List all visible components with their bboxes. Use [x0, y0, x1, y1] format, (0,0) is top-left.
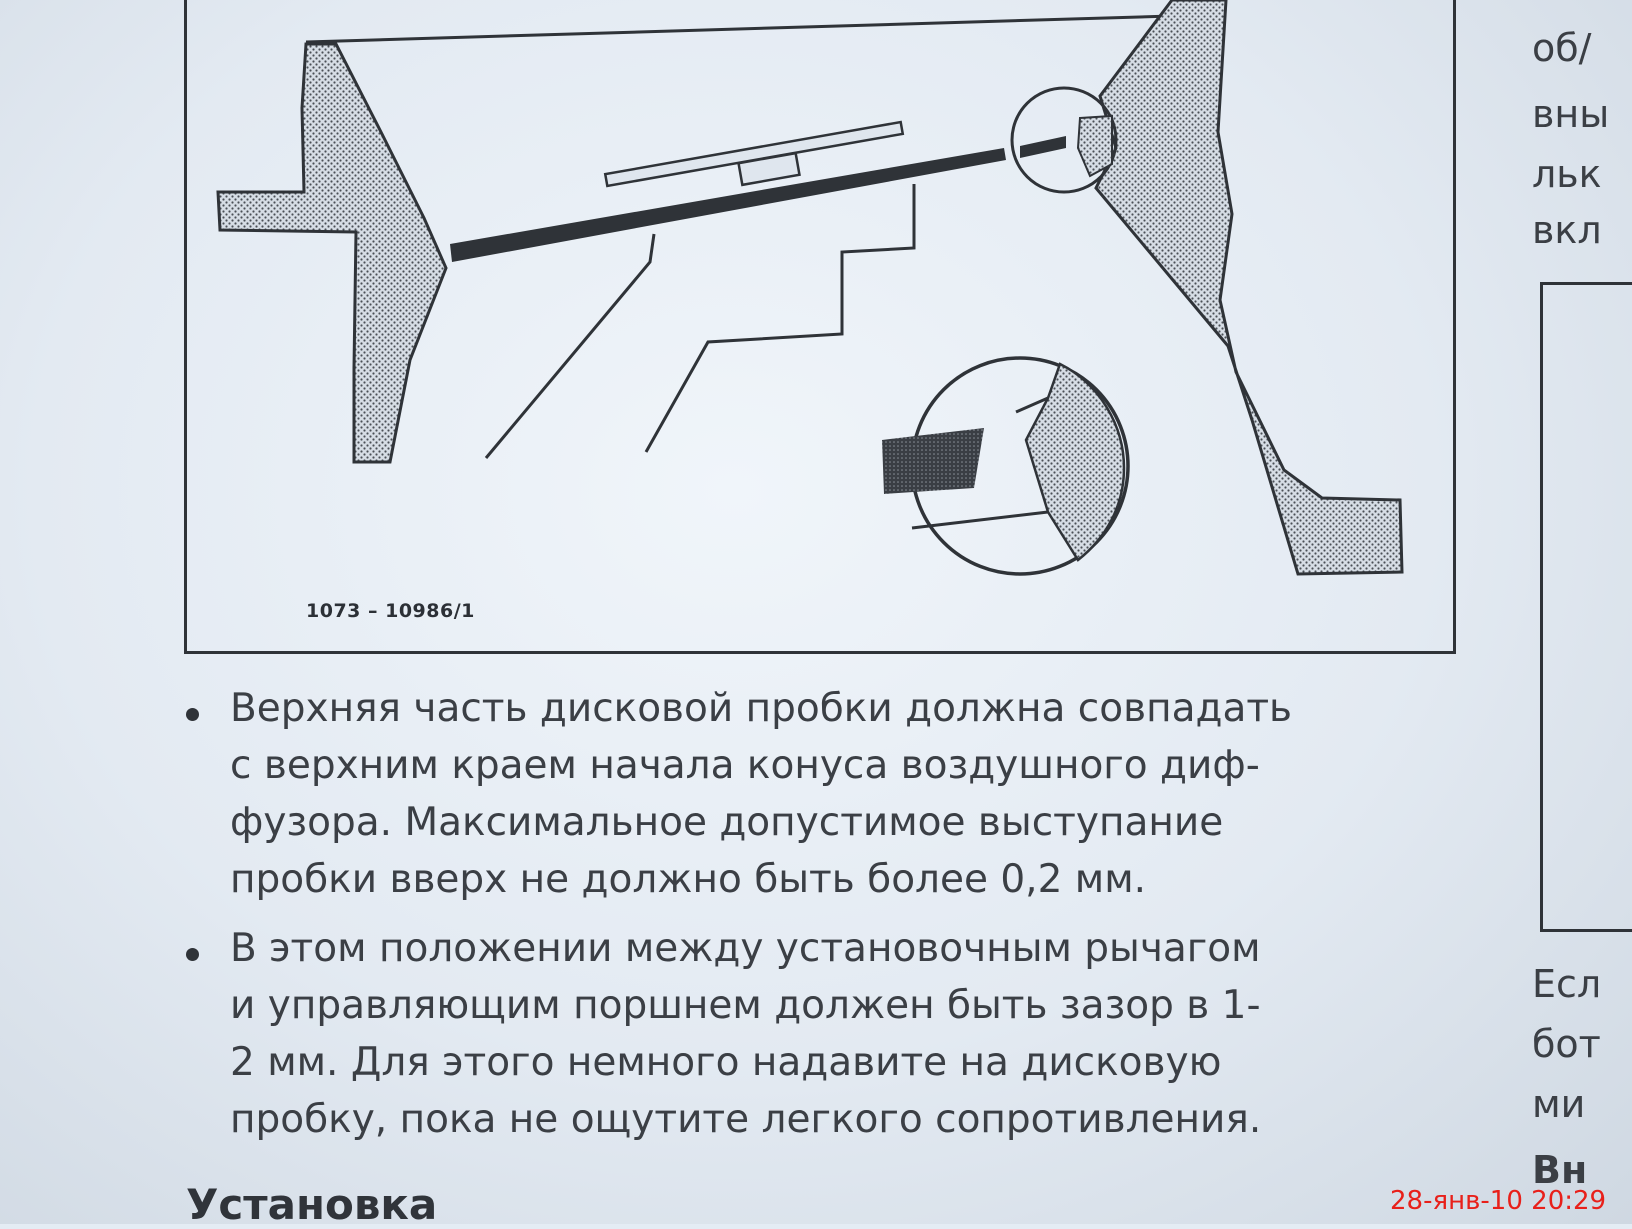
- small-detail-wall: [1076, 114, 1113, 178]
- diagram-top-line: [305, 14, 1173, 44]
- left-diffuser-wall: [216, 42, 448, 464]
- paragraph-1: Верхняя часть дисковой пробки должна сов…: [230, 680, 1460, 908]
- small-detail-plate: [1020, 136, 1066, 158]
- camera-timestamp: 28-янв-10 20:29: [1390, 1186, 1607, 1216]
- paragraph-2-line-1: В этом положении между установочным рыча…: [230, 926, 1261, 971]
- figure-frame: [184, 0, 1456, 654]
- control-piston-outline: [484, 233, 656, 459]
- disc-plug-nut: [737, 151, 801, 187]
- paragraph-1-line-3: фузора. Максимальное допустимое выступан…: [230, 800, 1224, 845]
- paragraph-2-line-3: 2 мм. Для этого немного надавите на диск…: [230, 1040, 1222, 1085]
- right-diffuser-wall: [1094, 0, 1404, 576]
- right-column-fragment: вкл: [1532, 208, 1602, 252]
- carburetor-diagram: [216, 0, 1404, 576]
- paragraph-1-line-1: Верхняя часть дисковой пробки должна сов…: [230, 686, 1293, 731]
- bullet-1: [186, 708, 199, 721]
- paragraph-2: В этом положении между установочным рыча…: [230, 920, 1460, 1148]
- figure-code-label: 1073 – 10986/1: [306, 600, 475, 622]
- paragraph-1-line-4: пробки вверх не должно быть более 0,2 мм…: [230, 857, 1147, 902]
- paragraph-1-line-2: с верхним краем начала конуса воздушного…: [230, 743, 1260, 788]
- right-column-fragment: вны: [1532, 92, 1610, 136]
- right-column-fragment: об/: [1532, 26, 1592, 70]
- magnified-plate-section: [882, 428, 984, 494]
- magnified-edge-lower: [911, 510, 1049, 530]
- magnified-wall-segment: [1024, 362, 1126, 562]
- right-column-fragment: Есл: [1532, 962, 1602, 1006]
- right-column-fragment: Вн: [1532, 1148, 1588, 1192]
- bullet-2: [186, 948, 199, 961]
- right-figure-frame: [1540, 282, 1632, 932]
- small-detail-circle: [1010, 86, 1118, 194]
- right-column-fragment: ми: [1532, 1082, 1586, 1126]
- right-column-fragment: льк: [1532, 152, 1602, 196]
- right-column-fragment: бот: [1532, 1022, 1601, 1066]
- paragraph-2-line-2: и управляющим поршнем должен быть зазор …: [230, 983, 1261, 1028]
- setting-lever-outline: [644, 184, 916, 453]
- paragraph-2-line-4: пробку, пока не ощутите легкого сопротив…: [230, 1097, 1262, 1142]
- magnified-edge-upper: [1015, 396, 1049, 414]
- section-heading: Установка: [186, 1180, 438, 1229]
- disc-plug-plate: [450, 148, 1006, 262]
